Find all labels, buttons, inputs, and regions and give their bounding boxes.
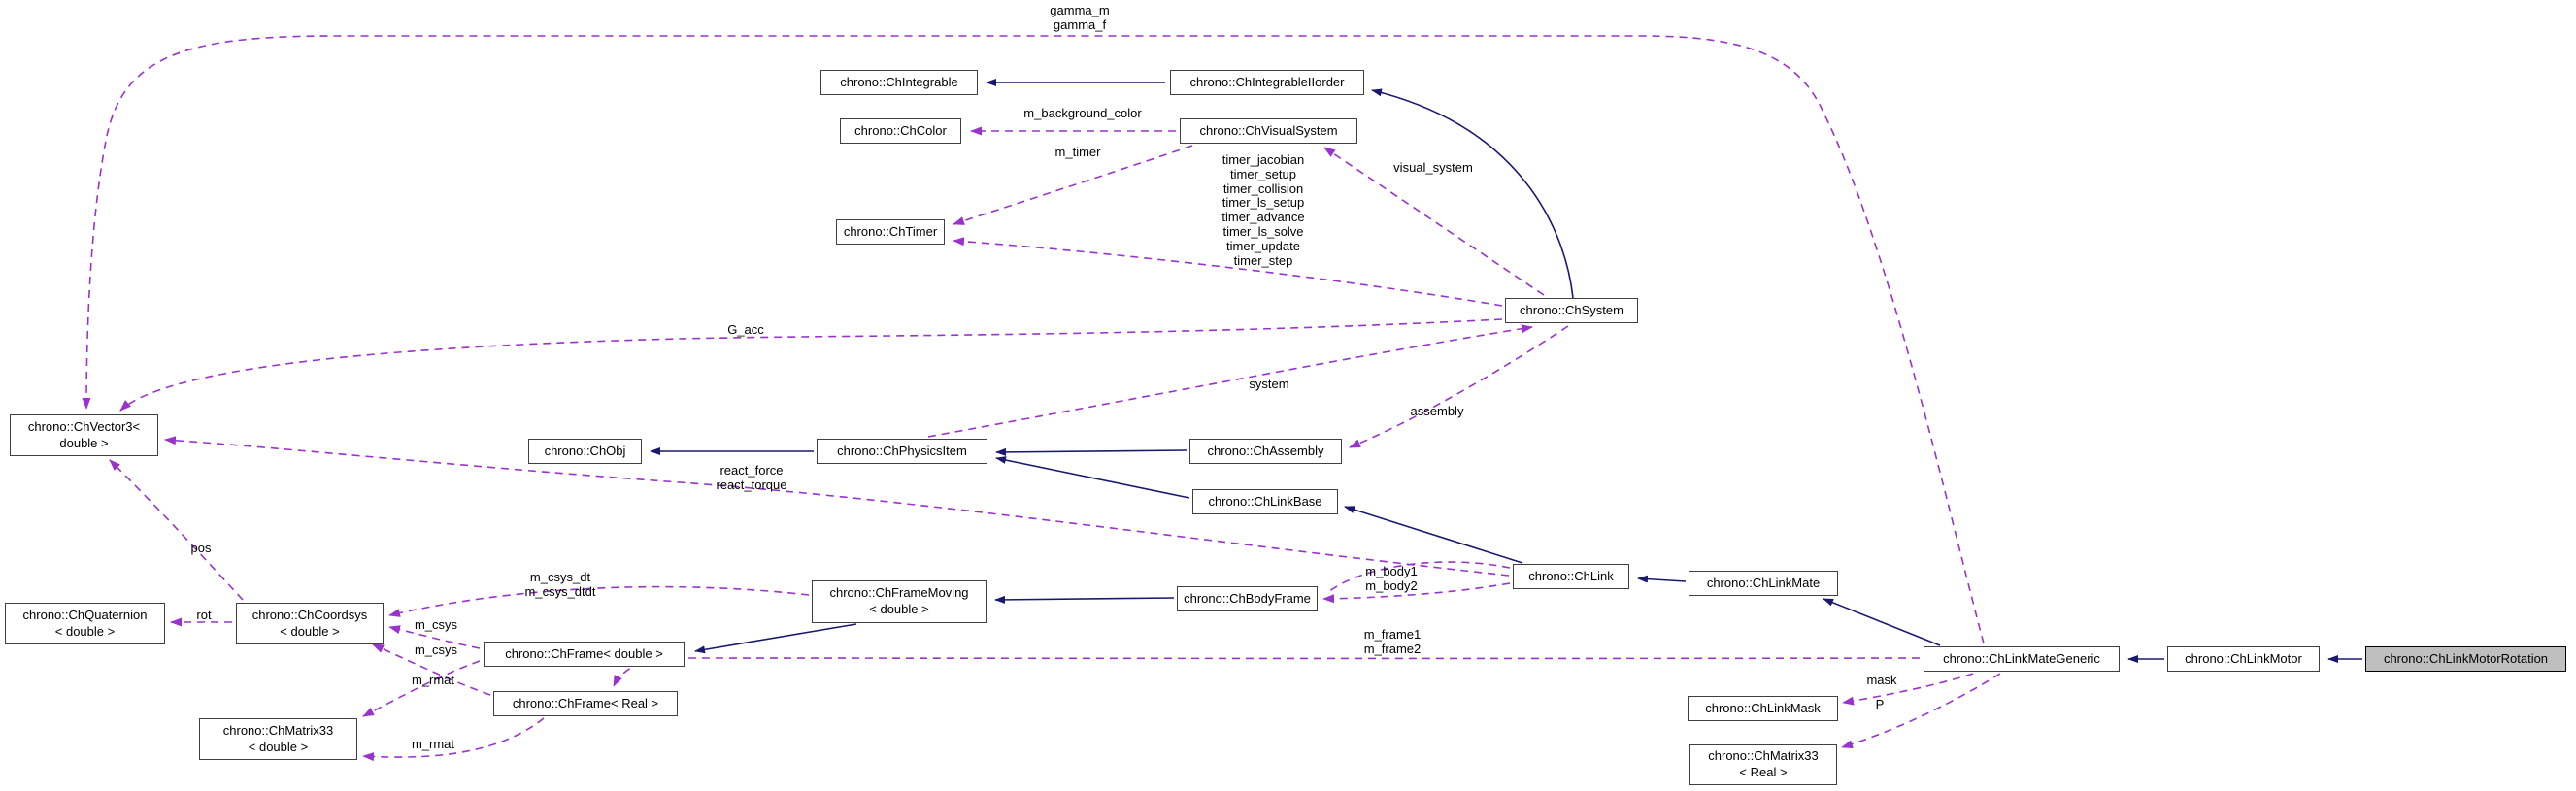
node-chbodyframe[interactable]: chrono::ChBodyFrame (1177, 586, 1318, 611)
node-chquaternion-double-label: chrono::ChQuaternion < double > (22, 607, 148, 639)
edge-assembly-member (1349, 325, 1569, 448)
edge-linkmate-to-link (1637, 575, 1687, 583)
edge-assembly-to-physicsitem (995, 447, 1188, 456)
edge-m-csys-1 (388, 625, 481, 649)
node-chlinkmotor[interactable]: chrono::ChLinkMotor (2167, 646, 2320, 672)
edge-label-m-csys-2: m_csys (414, 643, 458, 657)
node-chframemoving-double-label: chrono::ChFrameMoving < double > (829, 585, 969, 616)
edge-label-rot: rot (196, 608, 212, 622)
node-chlink[interactable]: chrono::ChLink (1513, 564, 1629, 589)
edge-label-m-background-color: m_background_color (1023, 106, 1142, 120)
edge-p (1841, 673, 2001, 749)
edge-label-m-csys-dt: m_csys_dt m_csys_dtdt (524, 570, 596, 599)
edge-label-m-rmat-1: m_rmat (411, 673, 455, 687)
node-chlinkmate[interactable]: chrono::ChLinkMate (1689, 571, 1838, 596)
node-chvector3-double[interactable]: chrono::ChVector3< double > (10, 414, 158, 456)
node-chlink-label: chrono::ChLink (1528, 568, 1614, 583)
node-chframe-double[interactable]: chrono::ChFrame< double > (484, 642, 685, 667)
edge-m-csys-dt (388, 585, 810, 617)
edge-label-assembly: assembly (1410, 404, 1464, 418)
edge-system-member (927, 324, 1533, 438)
node-chphysicsitem-label: chrono::ChPhysicsItem (837, 443, 967, 458)
edge-system-to-integrableIIorder (1371, 88, 1574, 299)
edge-label-m-csys-1: m_csys (414, 617, 458, 632)
node-chlinkbase-label: chrono::ChLinkBase (1208, 493, 1322, 509)
edge-label-m-body: m_body1 m_body2 (1365, 564, 1418, 593)
edge-label-pos: pos (190, 541, 212, 555)
edge-m-timer (953, 145, 1193, 225)
node-chassembly-label: chrono::ChAssembly (1207, 443, 1324, 458)
node-chmatrix33-double-label: chrono::ChMatrix33 < double > (222, 722, 334, 754)
edge-label-gamma: gamma_m gamma_f (1050, 3, 1110, 32)
node-chsystem[interactable]: chrono::ChSystem (1505, 298, 1638, 323)
edge-m-csys-2 (372, 643, 491, 696)
edge-gamma (82, 35, 1985, 644)
node-chassembly[interactable]: chrono::ChAssembly (1189, 439, 1342, 464)
node-chlinkmotorrotation-label: chrono::ChLinkMotorRotation (2383, 650, 2549, 666)
node-chobj[interactable]: chrono::ChObj (528, 439, 642, 464)
edge-label-m-frame: m_frame1 m_frame2 (1363, 627, 1422, 656)
node-chmatrix33-real[interactable]: chrono::ChMatrix33 < Real > (1689, 744, 1837, 785)
node-chframe-double-label: chrono::ChFrame< double > (505, 645, 663, 661)
edge-label-visual-system: visual_system (1393, 160, 1473, 175)
edge-linkbase-to-physicsitem (995, 456, 1190, 499)
node-chlinkmask[interactable]: chrono::ChLinkMask (1688, 696, 1838, 721)
edge-link-to-linkbase (1344, 506, 1523, 564)
edge-bodyframe-to-framemoving (994, 595, 1175, 604)
node-chcolor[interactable]: chrono::ChColor (840, 118, 961, 144)
edge-label-p: P (1875, 697, 1885, 711)
node-chcoordsys-double-label: chrono::ChCoordsys < double > (251, 607, 368, 639)
node-chcoordsys-double[interactable]: chrono::ChCoordsys < double > (236, 603, 384, 644)
edge-label-m-timer: m_timer (1054, 145, 1101, 159)
node-chobj-label: chrono::ChObj (544, 443, 626, 458)
edge-linkmategeneric-to-linkmate (1823, 598, 1941, 646)
node-chlinkmate-label: chrono::ChLinkMate (1706, 575, 1821, 590)
edge-pos (109, 459, 244, 601)
edge-label-g-acc: G_acc (727, 322, 764, 337)
node-chintegrable-label: chrono::ChIntegrable (840, 74, 958, 89)
edge-g-acc (119, 318, 1503, 412)
node-chmatrix33-double[interactable]: chrono::ChMatrix33 < double > (199, 718, 357, 760)
node-chlinkmask-label: chrono::ChLinkMask (1705, 700, 1821, 715)
edge-framemoving-to-framedouble (694, 623, 857, 654)
node-chbodyframe-label: chrono::ChBodyFrame (1184, 590, 1311, 606)
node-chlinkmategeneric-label: chrono::ChLinkMateGeneric (1943, 650, 2100, 666)
node-chtimer[interactable]: chrono::ChTimer (836, 219, 945, 245)
node-chcolor-label: chrono::ChColor (854, 122, 947, 138)
edge-m-frame (613, 657, 1921, 687)
inheritance-edges (650, 79, 2362, 663)
node-chphysicsitem[interactable]: chrono::ChPhysicsItem (817, 439, 987, 464)
node-chlinkmotor-label: chrono::ChLinkMotor (2185, 650, 2302, 666)
node-chintegrable-iiorder-label: chrono::ChIntegrableIIorder (1189, 74, 1345, 89)
node-chtimer-label: chrono::ChTimer (843, 223, 938, 239)
node-chsystem-label: chrono::ChSystem (1520, 302, 1623, 317)
edge-label-react: react_force react_torque (716, 463, 787, 492)
node-chlinkmotorrotation: chrono::ChLinkMotorRotation (2365, 646, 2566, 672)
node-chvector3-double-label: chrono::ChVector3< double > (27, 418, 141, 450)
node-chintegrable-iiorder[interactable]: chrono::ChIntegrableIIorder (1170, 70, 1364, 95)
node-chframe-real[interactable]: chrono::ChFrame< Real > (493, 691, 678, 716)
edge-m-body2 (1322, 582, 1511, 604)
edge-mask (1842, 673, 1974, 706)
edge-visual-system (1323, 147, 1545, 296)
node-chintegrable[interactable]: chrono::ChIntegrable (820, 70, 978, 95)
node-chlinkbase[interactable]: chrono::ChLinkBase (1192, 489, 1338, 514)
edge-label-system: system (1249, 377, 1289, 391)
node-chquaternion-double[interactable]: chrono::ChQuaternion < double > (5, 603, 165, 644)
edge-label-mask: mask (1866, 673, 1897, 687)
node-chvisualsystem-label: chrono::ChVisualSystem (1199, 122, 1338, 138)
edge-timers (953, 237, 1503, 307)
edge-m-rmat-1 (362, 660, 481, 717)
usage-edges (82, 35, 2001, 762)
edge-label-timers: timer_jacobian timer_setup timer_collisi… (1221, 152, 1305, 268)
node-chlinkmategeneric[interactable]: chrono::ChLinkMateGeneric (1924, 646, 2120, 672)
edge-m-rmat-2 (362, 717, 545, 762)
node-chmatrix33-real-label: chrono::ChMatrix33 < Real > (1708, 748, 1819, 779)
node-chframemoving-double[interactable]: chrono::ChFrameMoving < double > (812, 580, 987, 623)
edge-label-m-rmat-2: m_rmat (411, 737, 455, 751)
node-chframe-real-label: chrono::ChFrame< Real > (512, 695, 659, 710)
node-chvisualsystem[interactable]: chrono::ChVisualSystem (1180, 118, 1357, 144)
